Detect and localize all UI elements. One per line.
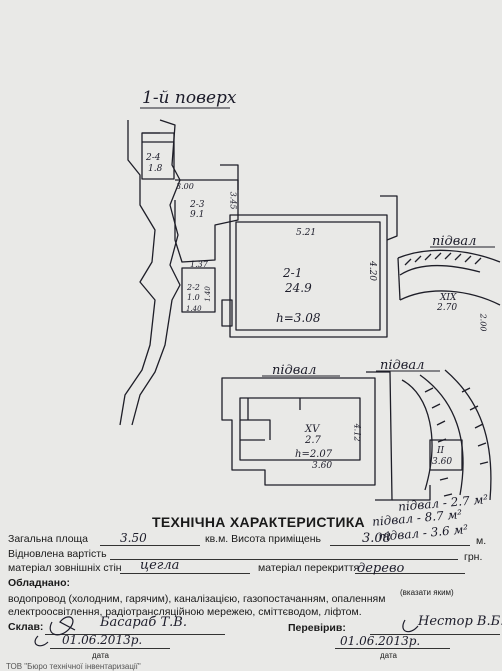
compiled-signature: Басараб Т.В. xyxy=(100,615,187,630)
basement-label: підвал xyxy=(380,358,425,373)
room-id: 2-4 xyxy=(146,153,161,163)
height-value: 3.08 xyxy=(362,531,391,546)
date-caption: дата xyxy=(380,651,397,660)
room-area: 2.70 xyxy=(437,303,458,313)
unit-height-label: кв.м. Висота приміщень xyxy=(205,533,322,545)
dimension-label: 1.37 xyxy=(190,260,208,269)
basement-label: підвал xyxy=(432,234,477,249)
dimension-label: 1.40 xyxy=(203,286,212,302)
footer-text: ТОВ "Бюро технічної інвентаризації" xyxy=(6,662,141,671)
room-id: 2-3 xyxy=(190,200,205,210)
restored-cost-label: Відновлена вартість xyxy=(8,548,107,560)
room-id: XIX xyxy=(440,293,457,303)
meter-unit: м. xyxy=(476,535,487,547)
floor-material-value: дерево xyxy=(357,561,405,576)
spec-title: ТЕХНІЧНА ХАРАКТЕРИСТИКА xyxy=(152,514,365,530)
specify-note: (вказати яким) xyxy=(400,588,454,597)
room-area: 1.8 xyxy=(148,164,163,174)
dimension-label: 4.12 xyxy=(352,423,362,442)
compiled-label: Склав: xyxy=(8,621,44,633)
uah-unit: грн. xyxy=(464,551,483,563)
date-caption: дата xyxy=(92,651,109,660)
room-area: 3.60 xyxy=(432,457,453,467)
floor-material-label: матеріал перекриття xyxy=(258,562,360,574)
signature-marks xyxy=(34,616,419,647)
room-id: XV xyxy=(305,424,320,435)
room-area: 24.9 xyxy=(285,281,312,295)
dimension-label: 5.21 xyxy=(296,228,317,238)
room-id: II xyxy=(437,446,445,456)
total-area-label: Загальна площа xyxy=(8,533,89,545)
equipment-line-2: електроосвітлення, радіотрансляційною ме… xyxy=(8,606,362,618)
basement-label: підвал xyxy=(272,363,317,378)
room-area: 9.1 xyxy=(190,210,205,220)
room-area: 2.7 xyxy=(305,435,321,446)
dimension-label: 1.40 xyxy=(186,305,202,313)
dimension-label: 3.45 xyxy=(228,191,238,210)
checked-label: Перевірив: xyxy=(288,622,346,634)
floor-plan-drawing xyxy=(119,107,501,501)
total-area-value: 3.50 xyxy=(120,531,147,545)
dimension-label: 3.60 xyxy=(312,461,333,471)
room-height: h=2.07 xyxy=(295,449,333,460)
dimension-label: 3.00 xyxy=(176,182,194,191)
dimension-label: 4.20 xyxy=(367,260,378,282)
room-id: 2-2 xyxy=(187,283,200,292)
room-area: 1.0 xyxy=(187,293,200,302)
room-id: 2-1 xyxy=(283,266,303,280)
floor-label: 1-й поверх xyxy=(142,88,237,108)
equipment-label: Обладнано: xyxy=(8,577,71,589)
checked-date: 01.06.2013р. xyxy=(340,634,421,648)
dimension-label: 2.00 xyxy=(478,313,488,332)
walls-label: матеріал зовнішніх стін xyxy=(8,562,122,574)
equipment-line-1: водопровод (холодним, гарячим), каналіза… xyxy=(8,593,386,605)
checked-signature: Нестор В.Б. xyxy=(418,614,502,629)
room-height: h=3.08 xyxy=(276,311,321,325)
compiled-date: 01.06.2013р. xyxy=(62,633,143,647)
walls-value: цегла xyxy=(140,558,180,573)
